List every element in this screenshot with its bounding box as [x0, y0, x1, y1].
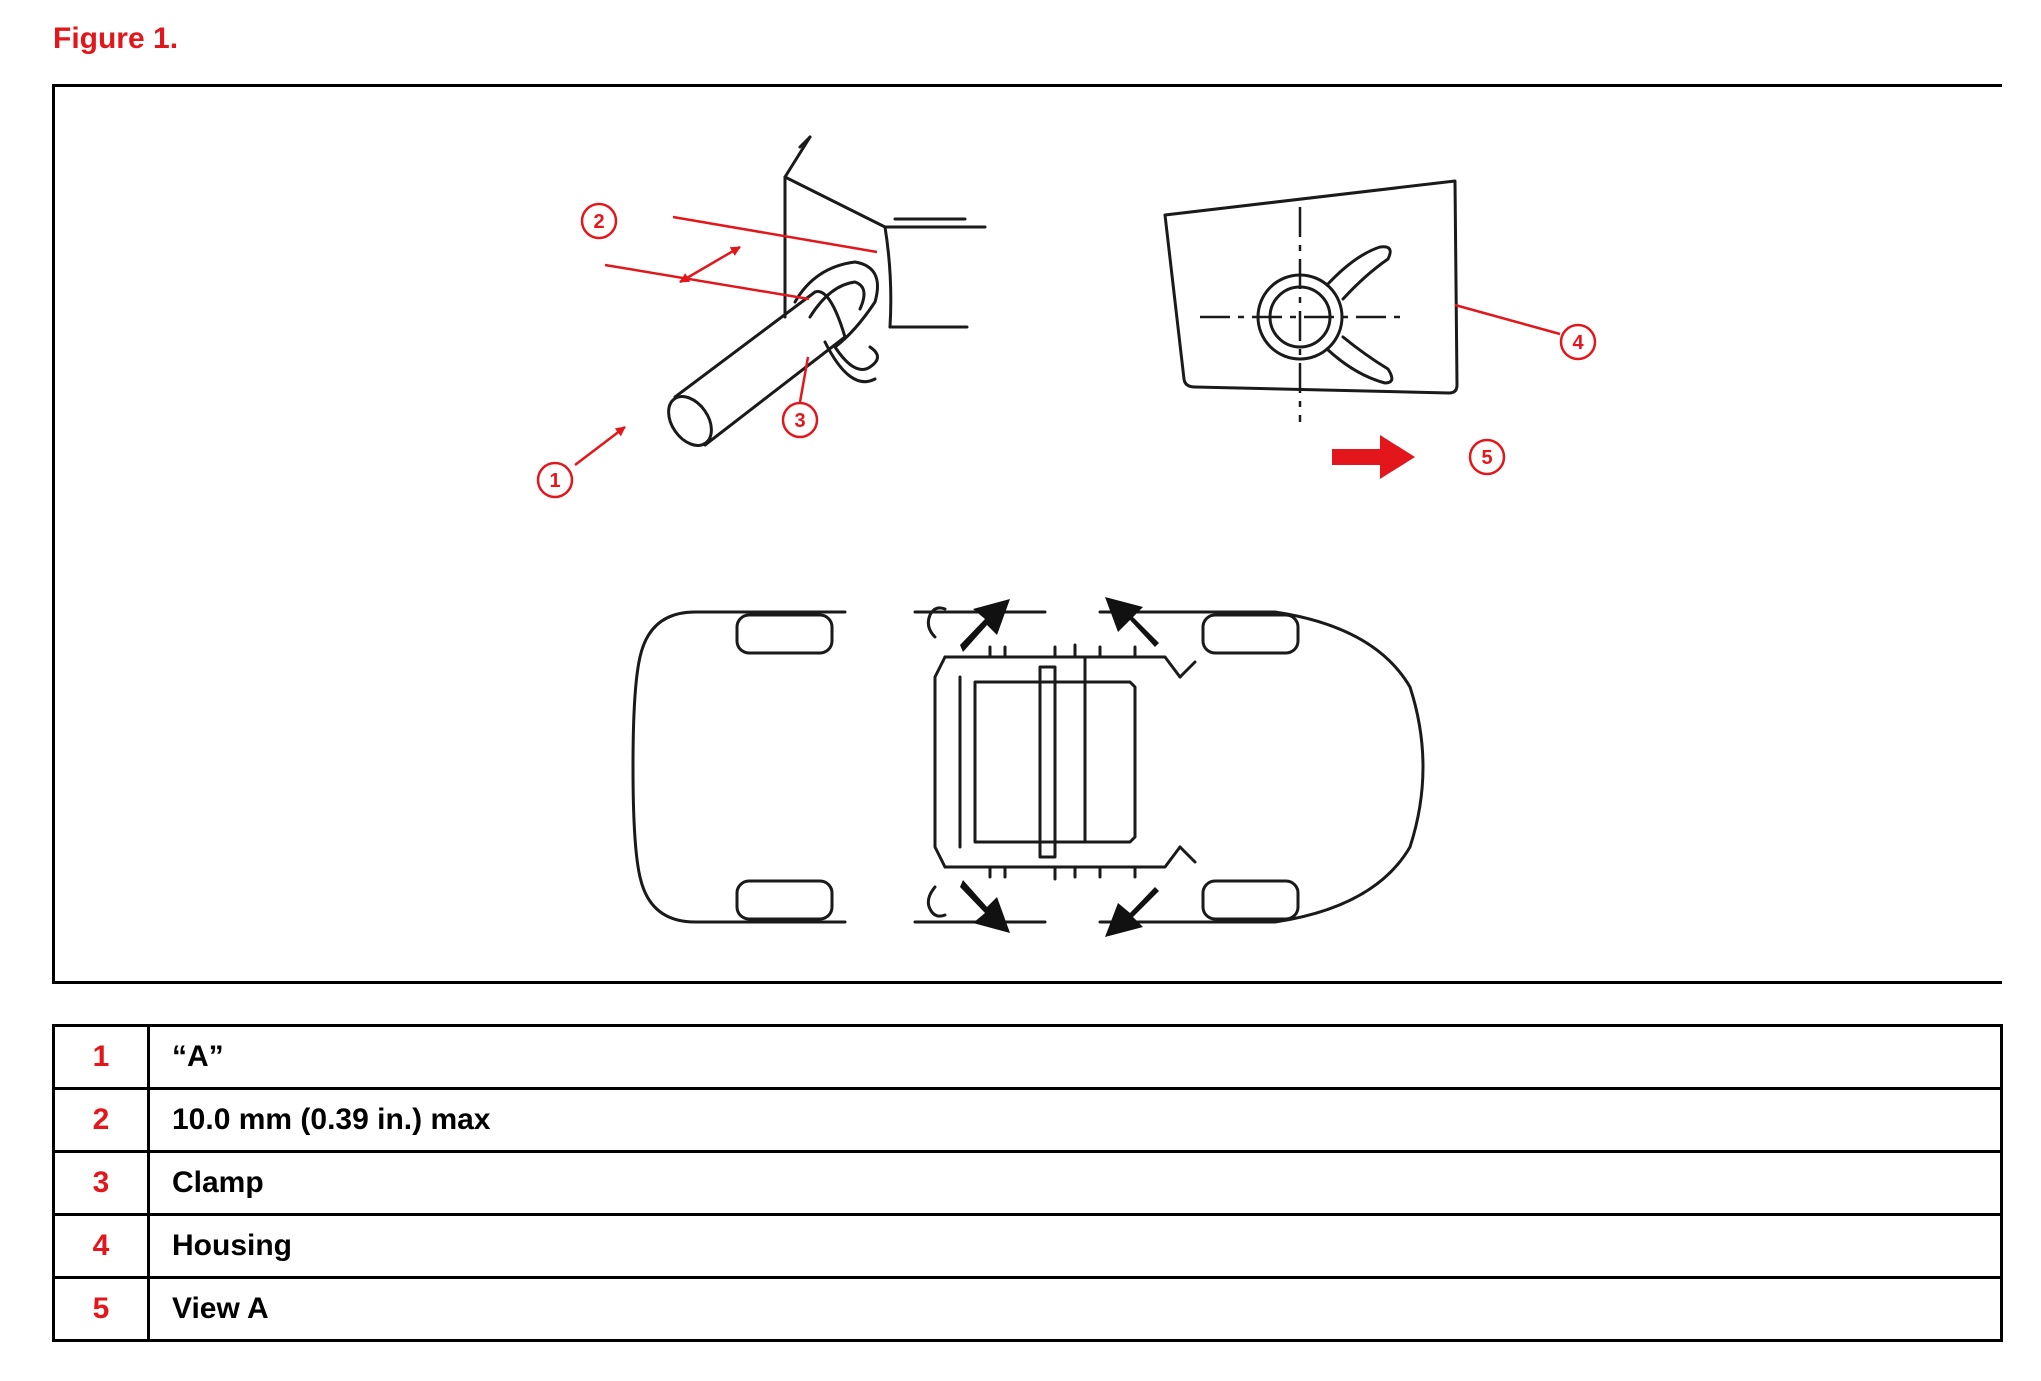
callout-3: 3: [781, 401, 819, 439]
legend-row: 4 Housing: [52, 1213, 2003, 1279]
callout-4-leader: [1454, 303, 1561, 336]
legend-row: 2 10.0 mm (0.39 in.) max: [52, 1087, 2003, 1153]
legend-description: View A: [147, 1276, 2003, 1342]
svg-text:5: 5: [1481, 447, 1492, 469]
callout-3-leader: [798, 356, 810, 403]
callout-1: 1: [536, 461, 574, 499]
legend-description: 10.0 mm (0.39 in.) max: [147, 1087, 2003, 1153]
legend-description: Housing: [147, 1213, 2003, 1279]
legend-row: 5 View A: [52, 1276, 2003, 1342]
svg-text:3: 3: [794, 410, 805, 432]
callout-5: 5: [1468, 438, 1506, 476]
legend-number: 4: [52, 1213, 150, 1279]
callout-1-leader: [574, 426, 626, 466]
svg-text:4: 4: [1572, 332, 1584, 354]
legend-row: 1 “A”: [52, 1024, 2003, 1090]
figure-illustration: 1 2 3 4 5: [52, 84, 2002, 984]
view-direction-arrow: [1332, 435, 1415, 479]
legend-number: 2: [52, 1087, 150, 1153]
figure-title: Figure 1.: [53, 22, 179, 55]
car-top-view: [631, 606, 1425, 924]
clamp-location-arrows: [960, 597, 1159, 937]
legend-number: 3: [52, 1150, 150, 1216]
view-a-centerlines: [1200, 207, 1400, 422]
svg-text:1: 1: [549, 470, 560, 492]
legend-table: 1 “A” 2 10.0 mm (0.39 in.) max 3 Clamp 4…: [52, 1024, 2003, 1342]
callout-2: 2: [580, 202, 618, 240]
callout-circles: 1 2 3 4 5: [536, 202, 1597, 499]
legend-description: “A”: [147, 1024, 2003, 1090]
view-a-housing: [1163, 179, 1459, 395]
legend-number: 5: [52, 1276, 150, 1342]
legend-description: Clamp: [147, 1150, 2003, 1216]
svg-text:2: 2: [593, 211, 604, 233]
hose-clamp-detail: [667, 135, 987, 447]
callout-4: 4: [1559, 323, 1597, 361]
dimension-lines: [604, 215, 878, 301]
legend-row: 3 Clamp: [52, 1150, 2003, 1216]
legend-number: 1: [52, 1024, 150, 1090]
